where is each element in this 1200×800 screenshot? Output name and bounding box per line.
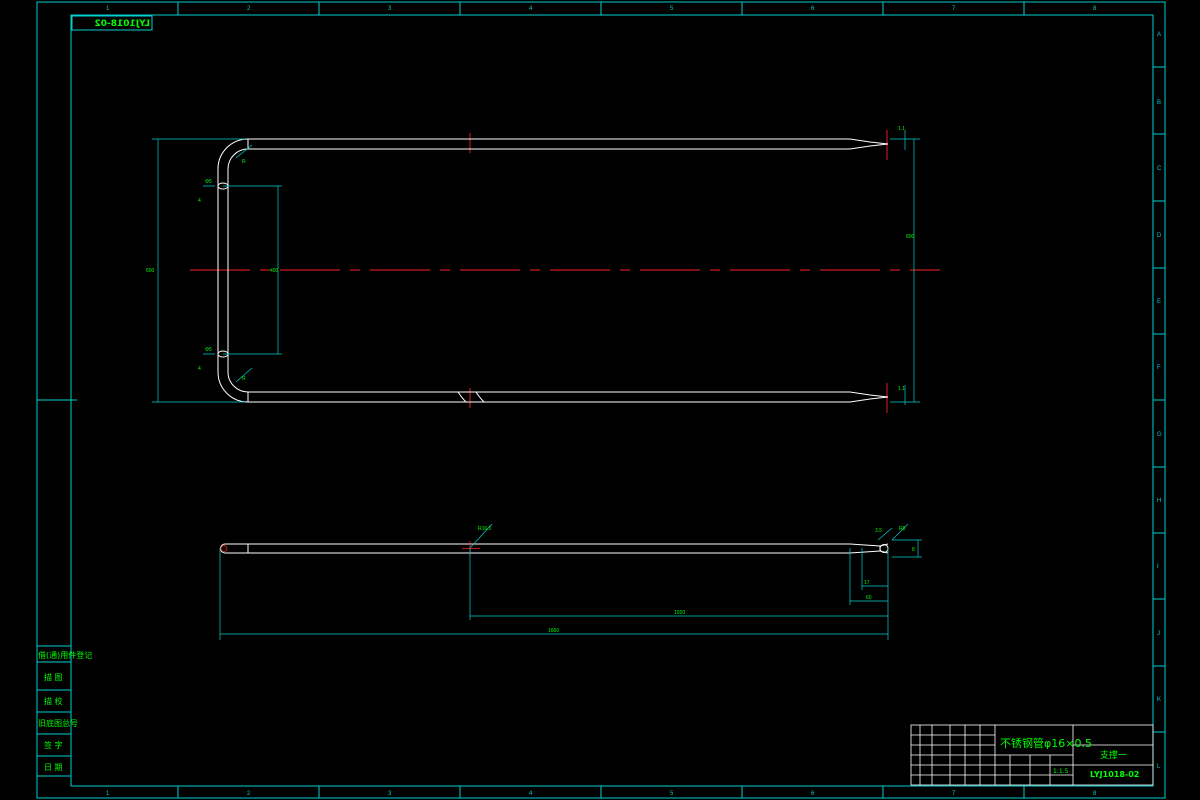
dim-side-overall-length: 1660 — [548, 628, 559, 634]
grid-row-label: L — [1157, 764, 1161, 770]
grid-row-label: B — [1157, 100, 1161, 106]
dim-plan-hole-dim-top: Φ5 — [205, 179, 212, 185]
drawing-frame — [36, 1, 1166, 799]
grid-col-label: 5 — [670, 791, 674, 797]
dim-plan-overall-height: 600 — [146, 268, 155, 274]
grid-row-label: D — [1157, 233, 1162, 239]
side-view: 1660 1020 60 17 R16.5 3.5 R8 8 — [219, 523, 922, 640]
dim-side-tip-angle-b: R8 — [899, 526, 906, 532]
grid-column-labels-top: 1 2 3 4 5 6 7 8 — [106, 6, 1097, 12]
dim-side-tip-angle-a: 3.5 — [875, 528, 882, 534]
dim-plan-hole-top: 4 — [198, 198, 201, 204]
dim-plan-hole-dim-bottom: Φ5 — [205, 347, 212, 353]
grid-col-label: 1 — [106, 791, 110, 797]
grid-col-label: 4 — [529, 791, 533, 797]
side-tube — [225, 543, 881, 554]
grid-row-label: K — [1157, 697, 1161, 703]
left-block-row: 描 校 — [44, 696, 63, 706]
dim-plan-hole-bottom: 4 — [198, 366, 201, 372]
title-material: 不锈钢管φ16×0.5 — [1000, 736, 1092, 750]
grid-col-label: 8 — [1093, 6, 1097, 12]
dim-side-tip-small: 17 — [864, 580, 870, 586]
grid-row-label: H — [1157, 498, 1161, 504]
left-revision-block: 借(通)用件登记 描 图 描 校 旧底图总号 签 字 日 期 — [38, 650, 92, 772]
tube-inner — [227, 148, 850, 393]
dim-side-bend-mark: R16.5 — [478, 526, 492, 532]
grid-col-label: 7 — [952, 791, 956, 797]
grid-column-labels-bottom: 1 2 3 4 5 6 7 8 — [106, 791, 1097, 797]
dim-plan-radius-top: R — [242, 159, 246, 165]
title-drawing-code: LYJ1018-02 — [1090, 770, 1139, 779]
grid-col-label: 5 — [670, 6, 674, 12]
grid-row-label: A — [1157, 32, 1161, 38]
title-block: 不锈钢管φ16×0.5 支撑一 LYJ1018-02 1:1.5 — [910, 724, 1154, 786]
grid-col-label: 7 — [952, 6, 956, 12]
grid-row-label: F — [1157, 365, 1161, 371]
dim-side-tip-length: 60 — [866, 595, 872, 601]
drawing-code-mirrored: LYJ1018-02 — [94, 19, 150, 29]
title-scale: 1:1.5 — [1053, 768, 1069, 775]
dim-plan-radius-bottom: R — [242, 376, 246, 382]
grid-col-label: 3 — [388, 791, 392, 797]
grid-col-label: 1 — [106, 6, 110, 12]
dim-side-middle-length: 1020 — [674, 610, 685, 616]
grid-row-label: J — [1157, 631, 1160, 637]
left-block-row: 描 图 — [44, 672, 63, 682]
dim-plan-right-height: 600 — [906, 234, 915, 240]
left-block-row: 签 字 — [44, 740, 63, 750]
dim-plan-tip-top: 1.1 — [898, 126, 905, 132]
title-part-name: 支撑一 — [1100, 749, 1127, 761]
left-block-row: 日 期 — [44, 763, 63, 772]
grid-col-label: 6 — [811, 6, 815, 12]
grid-row-label: G — [1157, 432, 1162, 438]
grid-row-label: C — [1157, 166, 1162, 172]
dim-plan-inner-height: 400 — [270, 268, 279, 274]
dim-plan-tip-bottom: 1.1 — [898, 386, 905, 392]
plan-view: 600 400 600 1.1 1.1 4 4 R R Φ5 Φ5 — [146, 126, 940, 413]
grid-row-label: I — [1157, 564, 1159, 570]
grid-col-label: 4 — [529, 6, 533, 12]
left-block-row: 借(通)用件登记 — [38, 650, 92, 660]
grid-col-label: 2 — [247, 791, 251, 797]
grid-col-label: 6 — [811, 791, 815, 797]
dim-side-tip-dia: 8 — [912, 547, 915, 553]
grid-col-label: 8 — [1093, 791, 1097, 797]
tube-outer — [217, 138, 850, 403]
grid-row-labels: A B C D E F G H I J K L — [1157, 32, 1162, 770]
grid-col-label: 2 — [247, 6, 251, 12]
grid-col-label: 3 — [388, 6, 392, 12]
grid-row-label: E — [1157, 299, 1161, 305]
left-block-row: 旧底图总号 — [38, 718, 78, 728]
